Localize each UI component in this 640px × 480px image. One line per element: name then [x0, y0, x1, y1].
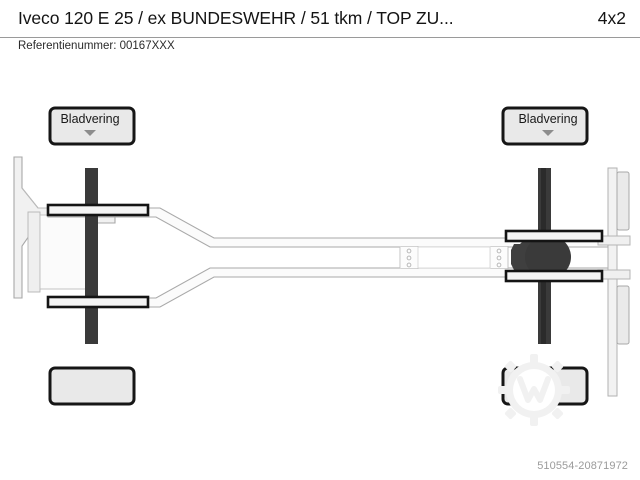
mudflap-lower — [616, 285, 630, 345]
triangle-down-icon — [542, 130, 554, 136]
front-leaf-spring-left — [46, 203, 150, 217]
asset-id-label: 510554-20871972 — [537, 460, 628, 472]
crossmember-panel-center — [417, 246, 491, 269]
front-leaf-spring-right — [46, 295, 150, 309]
rear-leaf-spring-right — [504, 269, 604, 283]
axle-configuration-label: 4x2 — [597, 8, 626, 28]
reference-number: Referentienummer: 00167XXX — [18, 40, 175, 52]
front-bumper — [13, 156, 116, 299]
mudflap-upper — [616, 171, 630, 231]
chassis-diagram — [0, 60, 640, 460]
rear-right-tire — [501, 366, 589, 406]
chassis-diagram-svg — [13, 106, 631, 406]
reference-number-text: Referentienummer: 00167XXX — [18, 40, 175, 52]
crossmember-plate-right — [489, 246, 509, 269]
annotation-front-suspension-label: Bladvering — [60, 112, 120, 126]
front-axle — [85, 168, 98, 344]
listing-header: Iveco 120 E 25 / ex BUNDESWEHR / 51 tkm … — [0, 0, 640, 38]
front-right-tire — [48, 366, 136, 406]
triangle-down-icon — [84, 130, 96, 136]
page-title: Iveco 120 E 25 / ex BUNDESWEHR / 51 tkm … — [18, 8, 454, 28]
annotation-front-suspension: Bladvering — [20, 112, 160, 136]
front-left-tire — [48, 106, 136, 146]
crossmember-plate-left — [399, 246, 419, 269]
annotation-rear-suspension: Bladvering — [478, 112, 618, 136]
rear-leaf-spring-left — [504, 229, 604, 243]
annotation-rear-suspension-label: Bladvering — [518, 112, 578, 126]
rear-differential — [511, 232, 571, 282]
rear-left-tire — [501, 106, 589, 146]
